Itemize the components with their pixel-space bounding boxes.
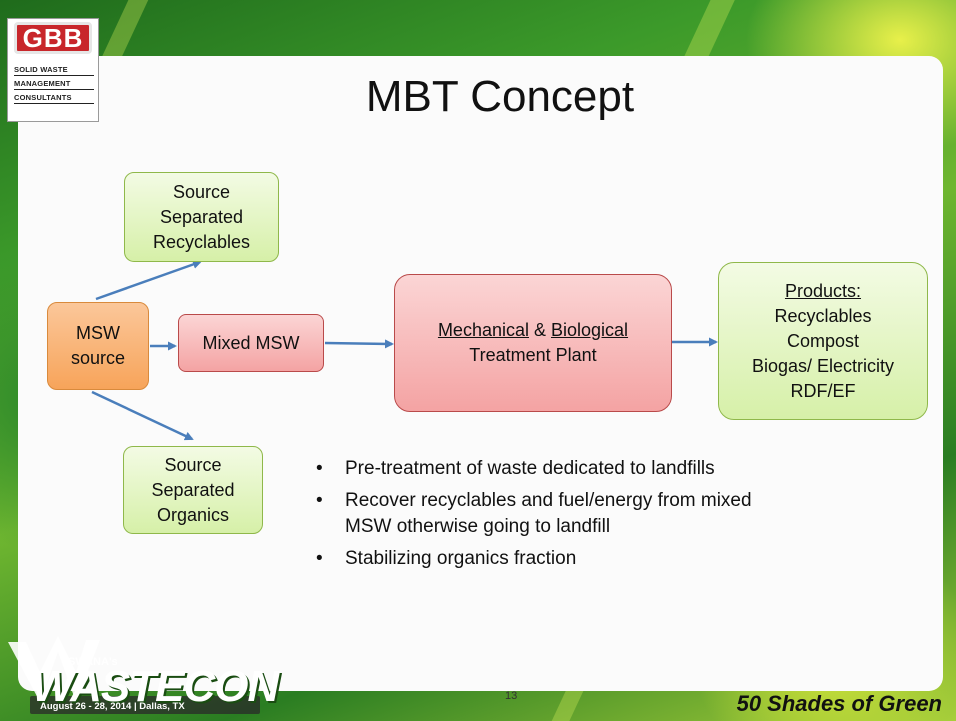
mechanical-label: Mechanical <box>437 320 529 340</box>
mixed-msw-label: Mixed MSW <box>202 332 300 353</box>
bullet-item: Stabilizing organics fraction <box>313 546 873 572</box>
organics-line-3: Organics <box>156 504 230 525</box>
product-item: Recyclables <box>774 305 872 326</box>
treatment-line-2: Treatment Plant <box>469 345 597 365</box>
msw-source-line-1: MSW <box>76 323 120 343</box>
slide-title: MBT Concept <box>365 72 635 121</box>
mixed-msw-box: Mixed MSW <box>178 314 324 372</box>
product-item: Compost <box>786 330 860 351</box>
gbb-logo: GBB SOLID WASTE MANAGEMENT CONSULTANTS <box>7 18 99 122</box>
product-item: RDF/EF <box>790 380 856 401</box>
product-item: Biogas/ Electricity <box>751 355 895 376</box>
msw-source-line-2: source <box>70 348 126 368</box>
logo-line-3: CONSULTANTS <box>14 93 94 104</box>
logo-abbr: GBB <box>14 22 92 54</box>
products-box: Products: Recyclables Compost Biogas/ El… <box>718 262 928 420</box>
logo-line-1: SOLID WASTE <box>14 65 94 76</box>
recyclables-line-2: Separated <box>159 206 244 227</box>
bullet-item: Pre-treatment of waste dedicated to land… <box>313 456 873 482</box>
tagline: 50 Shades of Green <box>736 691 942 716</box>
wastecon-wordmark: WASTECON <box>32 662 279 711</box>
treatment-line-1: Mechanical & Biological <box>438 318 628 343</box>
event-dates: August 26 - 28, 2014 | Dallas, TX <box>40 701 185 712</box>
treatment-plant-box: Mechanical & Biological Treatment Plant <box>394 274 672 412</box>
recyclables-line-3: Recyclables <box>152 231 251 252</box>
logo-line-2: MANAGEMENT <box>14 79 94 90</box>
ampersand: & <box>528 320 551 340</box>
source-separated-organics-box: Source Separated Organics <box>123 446 263 534</box>
page-number: 13 <box>505 690 518 702</box>
products-heading: Products: <box>784 280 862 301</box>
biological-label: Biological <box>551 320 629 340</box>
bullet-item: Recover recyclables and fuel/energy from… <box>313 488 753 540</box>
source-separated-recyclables-box: Source Separated Recyclables <box>124 172 279 262</box>
recyclables-line-1: Source <box>172 181 231 202</box>
msw-source-box: MSW source <box>47 302 149 390</box>
bullet-list: Pre-treatment of waste dedicated to land… <box>313 456 873 578</box>
organics-line-2: Separated <box>151 479 235 500</box>
swanas-label: SWANA's <box>68 656 118 668</box>
wastecon-logo-graphic <box>8 636 260 714</box>
organics-line-1: Source <box>164 454 222 475</box>
